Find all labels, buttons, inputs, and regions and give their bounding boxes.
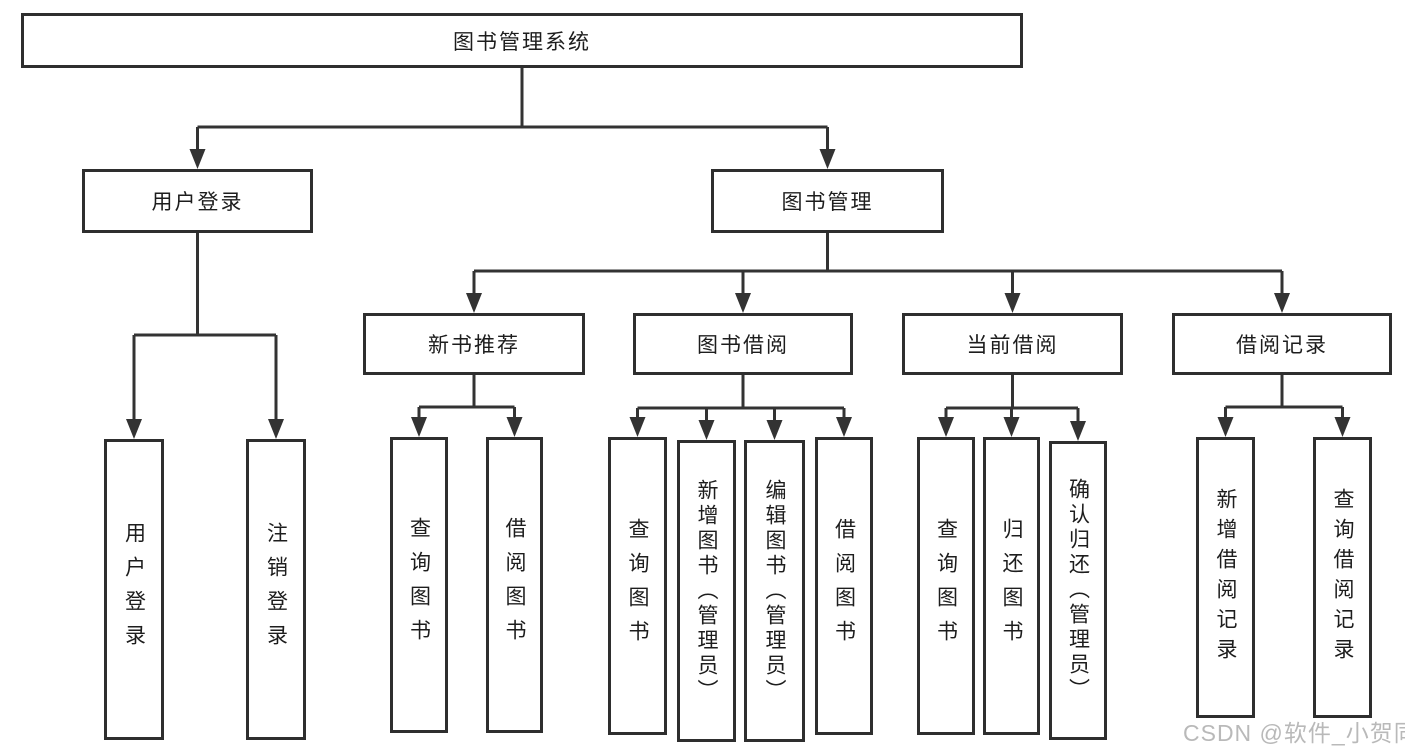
leaf-newbook-query: 查询图书 [390,437,448,733]
connector-root-to-level2 [189,68,836,169]
leaf-logout: 注销登录 [246,439,306,740]
leaf-record-query-label: 查询借阅记录 [1331,487,1354,668]
leaf-user-login: 用户登录 [104,439,164,740]
node-borrow-records: 借阅记录 [1172,313,1392,375]
leaf-borrow-add-admin-label: 新增图书（管理员） [695,478,718,704]
connector-borrow-to-leaves [629,375,852,440]
leaf-newbook-borrow: 借阅图书 [486,437,543,733]
leaf-newbook-borrow-label: 借阅图书 [503,517,526,653]
leaf-current-return-label: 归还图书 [1000,518,1023,654]
leaf-borrow-add-admin: 新增图书（管理员） [677,440,736,742]
leaf-current-confirm-admin-label: 确认归还（管理员） [1066,478,1090,703]
leaf-borrow-book-label: 借阅图书 [832,518,856,654]
node-new-book-recommend: 新书推荐 [363,313,585,375]
node-root: 图书管理系统 [21,13,1023,68]
leaf-newbook-query-label: 查询图书 [407,517,431,653]
connector-newbook-to-leaves [411,375,523,437]
leaf-current-query-label: 查询图书 [934,518,958,654]
leaf-record-add-label: 新增借阅记录 [1214,487,1237,668]
leaf-record-query: 查询借阅记录 [1313,437,1372,718]
node-book-borrow: 图书借阅 [633,313,853,375]
connector-bookmgmt-to-level3 [466,233,1290,313]
node-current-borrow: 当前借阅 [902,313,1123,375]
leaf-user-login-label: 用户登录 [122,521,146,658]
leaf-borrow-edit-admin: 编辑图书（管理员） [744,440,805,742]
leaf-borrow-edit-admin-label: 编辑图书（管理员） [763,478,786,704]
node-user-login: 用户登录 [82,169,313,233]
leaf-current-return: 归还图书 [983,437,1040,735]
leaf-borrow-book: 借阅图书 [815,437,873,735]
connector-current-to-leaves [938,375,1086,441]
leaf-record-add: 新增借阅记录 [1196,437,1255,718]
leaf-current-query: 查询图书 [917,437,975,735]
leaf-borrow-query: 查询图书 [608,437,667,735]
leaf-current-confirm-admin: 确认归还（管理员） [1049,441,1107,740]
leaf-logout-label: 注销登录 [264,521,288,658]
node-book-management: 图书管理 [711,169,944,233]
csdn-watermark: CSDN @软件_小贺同学 [1183,720,1405,746]
leaf-borrow-query-label: 查询图书 [626,518,649,654]
connector-records-to-leaves [1217,375,1351,437]
connector-userlogin-to-leaves [126,233,284,439]
